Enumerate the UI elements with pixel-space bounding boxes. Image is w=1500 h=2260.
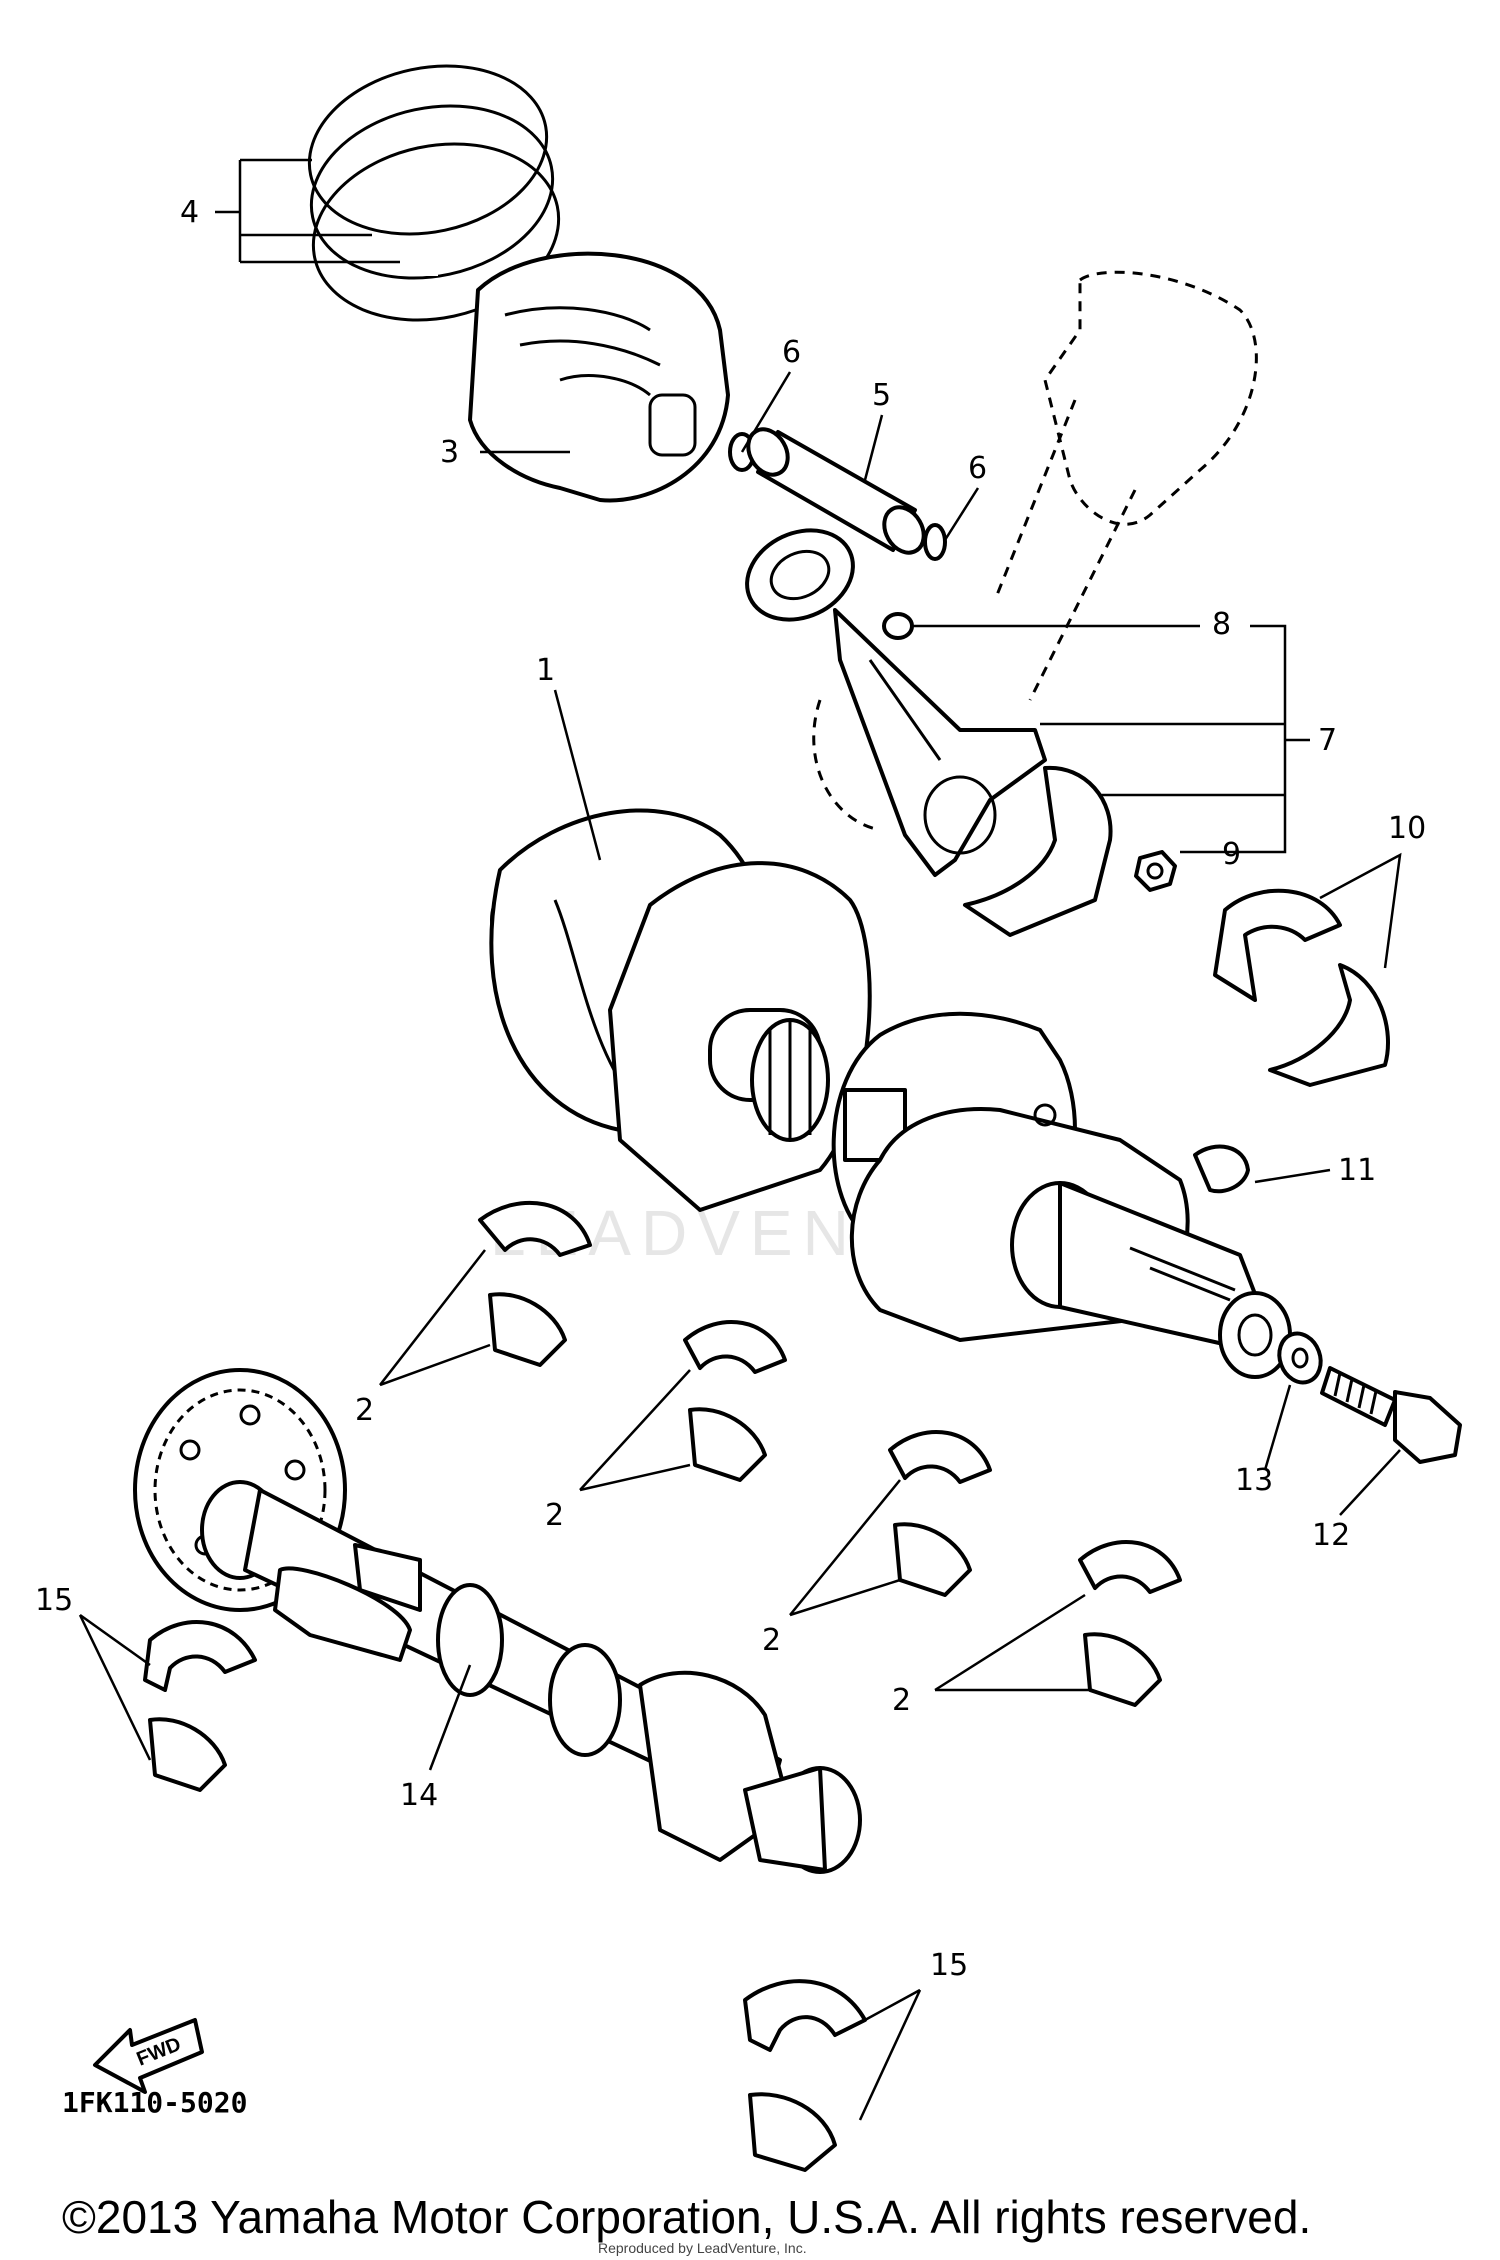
copyright-notice: ©2013 Yamaha Motor Corporation, U.S.A. A…: [62, 2191, 1312, 2243]
callout-7-8-9-leader: [910, 624, 1310, 854]
ghost-rod-outline: [812, 399, 1137, 832]
callout-14-leader: [428, 1664, 472, 1771]
callout-3: 3: [440, 435, 459, 470]
callout-13: 13: [1235, 1463, 1273, 1498]
callout-12: 12: [1312, 1518, 1350, 1553]
callout-6b: 6: [968, 451, 987, 486]
callout-2b: 2: [545, 1498, 564, 1533]
callout-10-leader: [1319, 852, 1402, 969]
main-bearing-set-1: [379, 1200, 592, 1387]
piston-pin: [746, 427, 926, 555]
washer: [1277, 1331, 1323, 1385]
callout-8: 8: [1212, 607, 1231, 642]
callout-6b-leader: [943, 487, 980, 541]
diagram-code: 1FK110-5020: [62, 2086, 248, 2119]
callout-7: 7: [1318, 723, 1337, 758]
fwd-arrow-icon: FWD: [93, 2018, 204, 2094]
crankpin-bearing-upper: [1213, 888, 1342, 1002]
rod-bearing-cap: [963, 765, 1113, 937]
callout-15b: 15: [930, 1948, 968, 1983]
main-bearing-set-3: [789, 1430, 992, 1617]
rod-nut: [1134, 850, 1177, 892]
piston-pin-clip-right: [923, 523, 947, 561]
callout-5: 5: [872, 378, 891, 413]
crankshaft: [489, 808, 1292, 1379]
piston-rings: [307, 50, 561, 322]
callout-1-leader: [553, 689, 602, 861]
callout-13-leader: [1263, 1384, 1292, 1471]
callout-4-leader: [215, 158, 400, 264]
callout-1: 1: [536, 653, 555, 688]
main-bearing-set-4: [934, 1540, 1182, 1707]
woodruff-key: [1193, 1144, 1250, 1194]
reproduced-by-notice: Reproduced by LeadVenture, Inc.: [598, 2240, 807, 2256]
balancer-shaft: [133, 1368, 862, 1874]
balancer-bearing-set-1: [78, 1613, 257, 1792]
callout-11: 11: [1338, 1153, 1376, 1188]
callout-5-leader: [863, 414, 884, 481]
callout-10: 10: [1388, 811, 1426, 846]
rod-bolt: [882, 612, 914, 640]
callout-6a-leader: [740, 371, 792, 453]
ghost-piston-outline: [1043, 270, 1258, 526]
callout-2d: 2: [892, 1683, 911, 1718]
piston: [468, 251, 730, 503]
callout-14: 14: [400, 1778, 438, 1813]
callout-9: 9: [1222, 837, 1241, 872]
crankshaft-bolt: [1320, 1366, 1462, 1464]
callout-15a: 15: [35, 1583, 73, 1618]
callout-6a: 6: [782, 335, 801, 370]
callout-2c: 2: [762, 1623, 781, 1658]
main-bearing-set-2: [579, 1320, 787, 1492]
callout-2a: 2: [355, 1393, 374, 1428]
crankpin-bearing-lower: [1268, 963, 1390, 1087]
callout-12-leader: [1339, 1449, 1401, 1516]
connecting-rod: [745, 528, 1047, 877]
balancer-bearing-set-2: [743, 1979, 922, 2172]
callout-4: 4: [180, 195, 199, 230]
callout-11-leader: [1254, 1168, 1331, 1184]
